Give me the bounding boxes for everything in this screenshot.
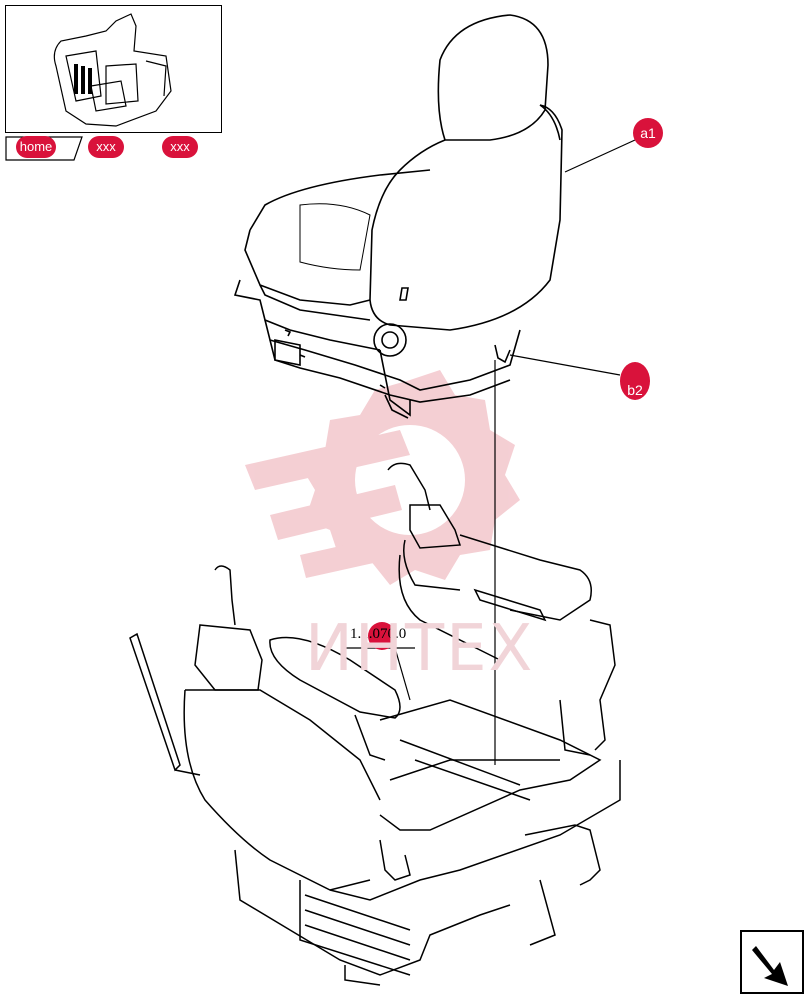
callout-ref-text[interactable]: 1.1.070.0 <box>350 626 407 642</box>
callout-b2[interactable]: b2 <box>620 362 650 400</box>
machine-thumbnail <box>53 13 172 127</box>
next-page-button[interactable] <box>740 930 804 994</box>
console-assembly <box>129 462 621 986</box>
nav-tab-xxx-2[interactable]: xxx <box>162 136 198 158</box>
nav-tab-home[interactable]: home <box>16 136 56 158</box>
callout-a1[interactable]: a1 <box>633 118 663 148</box>
callout-ref-dot[interactable] <box>368 622 396 650</box>
overview-thumbnail <box>5 5 222 161</box>
watermark-logo <box>245 370 520 585</box>
seat-assembly <box>233 14 563 419</box>
watermark-text: ИНТЕХ <box>305 612 535 686</box>
next-page-arrow-icon <box>752 946 788 986</box>
nav-tab-xxx-1[interactable]: xxx <box>88 136 124 158</box>
